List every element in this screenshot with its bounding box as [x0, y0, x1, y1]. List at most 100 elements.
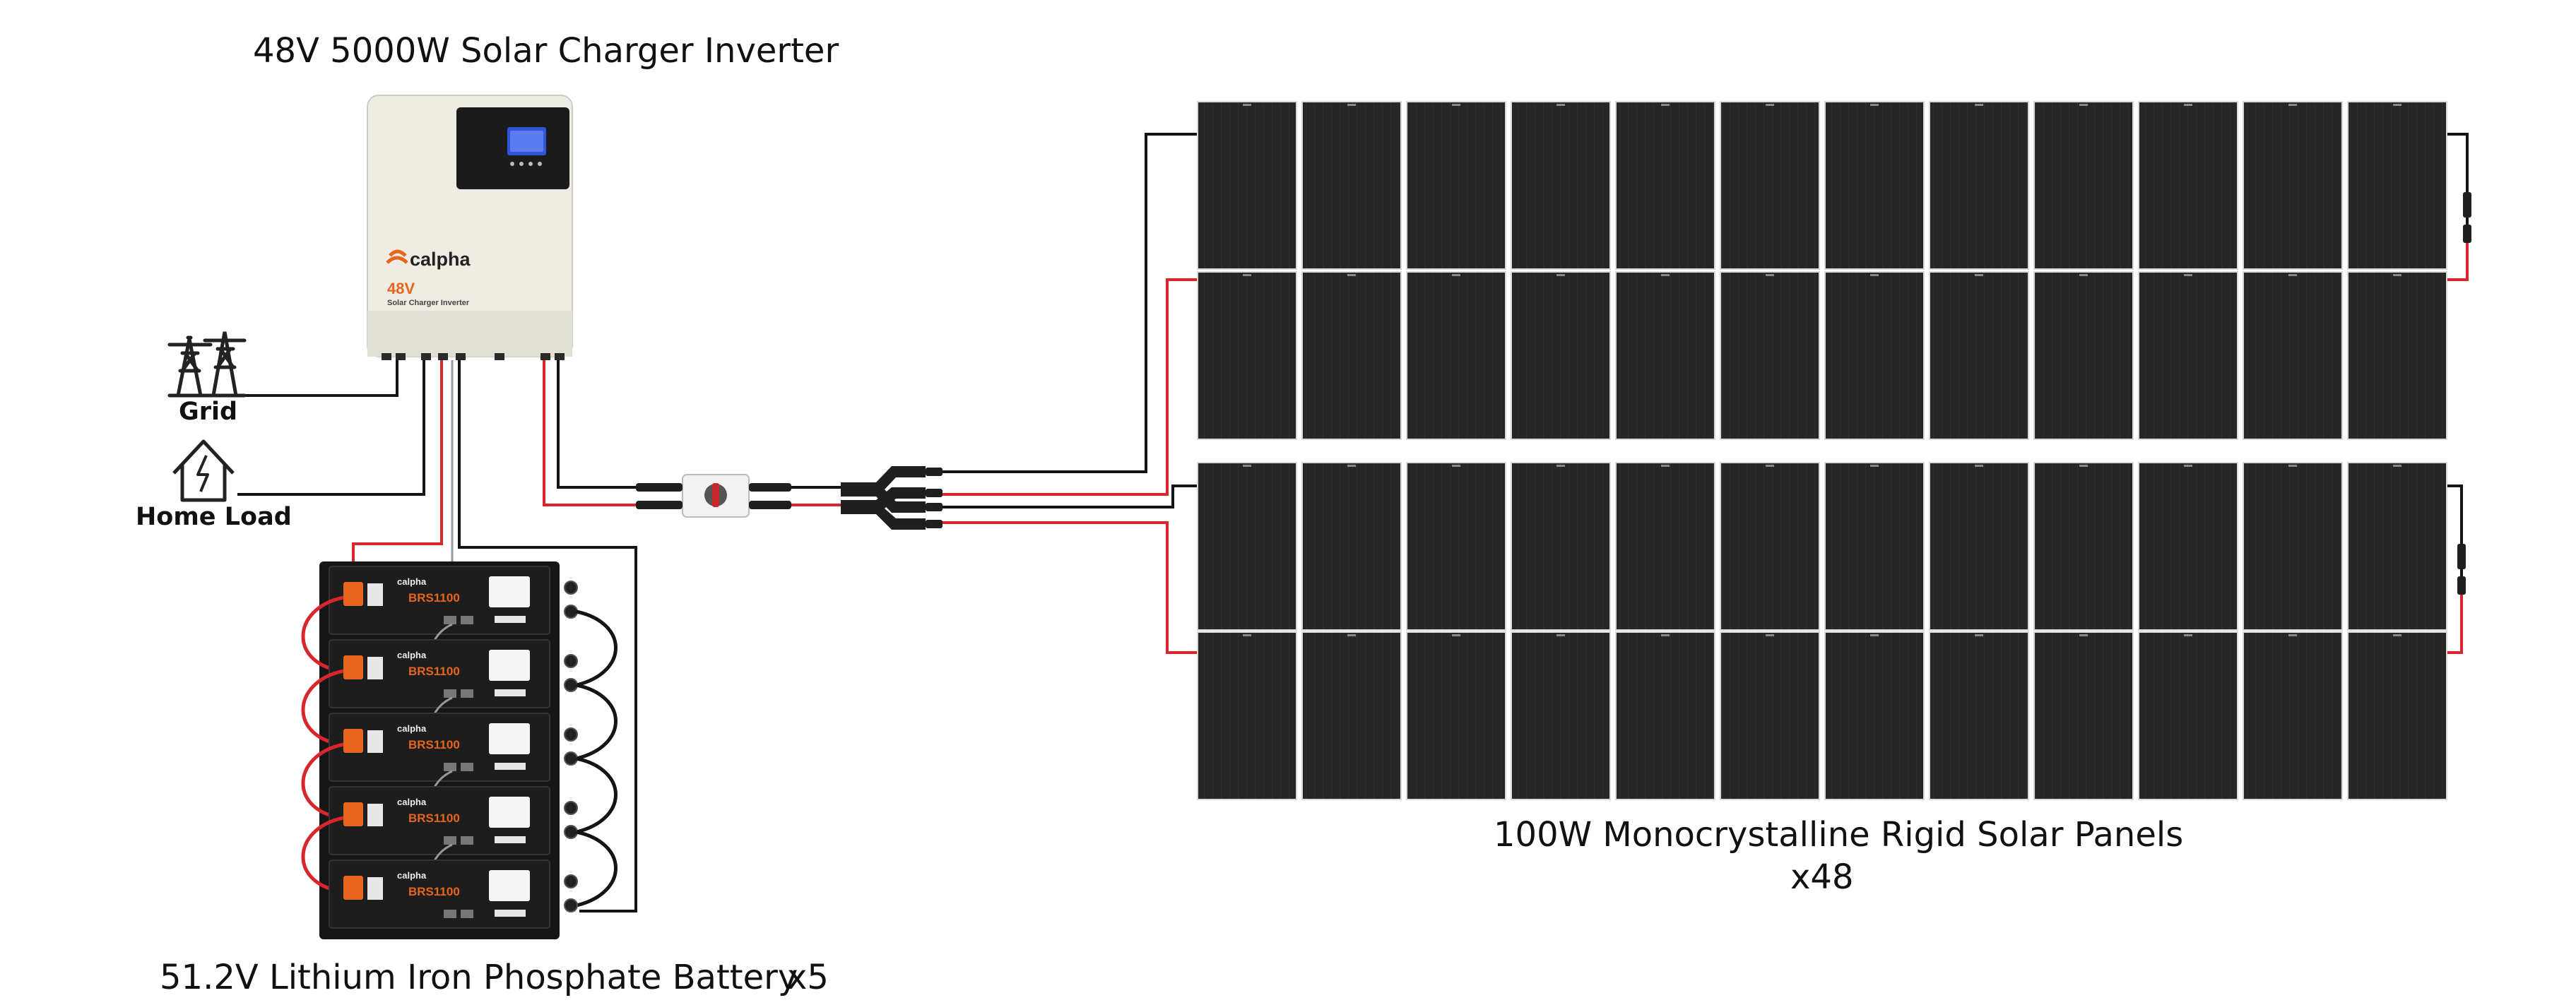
- solar-panel: [1617, 633, 1714, 799]
- solar-panel-label-plate: [1870, 634, 1879, 636]
- solar-panel-label-plate: [2393, 634, 2401, 636]
- solar-panel: [2244, 463, 2341, 629]
- battery-modules: calphaBRS1100calphaBRS1100calphaBRS1100c…: [301, 566, 618, 929]
- solar-panel-label-plate: [1975, 634, 1983, 636]
- solar-panel-label-plate: [1766, 634, 1774, 636]
- solar-panel-label-plate: [1452, 104, 1460, 106]
- inverter-bottom-bar: [367, 311, 572, 357]
- battery-brand: calpha: [397, 723, 427, 734]
- battery-sticker: [495, 689, 526, 696]
- y-branch-connectors: [841, 466, 943, 530]
- battery-terminal: [564, 898, 578, 912]
- battery-terminal: [564, 605, 578, 619]
- array1-positive-wire: [933, 278, 1198, 496]
- battery-display: [489, 650, 530, 681]
- battery-model: BRS1100: [408, 811, 460, 825]
- battery-terminal: [564, 727, 578, 742]
- solar-panel: [2035, 273, 2132, 439]
- array2-negative-wire: [933, 484, 1198, 509]
- battery-port: [444, 689, 456, 698]
- inverter-title: 48V 5000W Solar Charger Inverter: [253, 31, 839, 71]
- solar-panel: [1930, 273, 2028, 439]
- battery-brand: calpha: [397, 797, 427, 807]
- panels-count-label: x48: [1790, 857, 1854, 897]
- battery-count-label: x5: [787, 958, 829, 997]
- solar-panel: [1512, 102, 1609, 268]
- inverter-pv-positive-wire: [543, 360, 636, 506]
- solar-panel-label-plate: [1347, 465, 1356, 467]
- battery-model: BRS1100: [408, 738, 460, 751]
- battery-terminal: [564, 654, 578, 668]
- solar-panel: [1512, 633, 1609, 799]
- solar-panel: [1721, 463, 1819, 629]
- battery-sticker: [367, 657, 383, 679]
- solar-panel-label-plate: [1766, 465, 1774, 467]
- y-branch-positive: [841, 487, 926, 530]
- solar-panel-label-plate: [1766, 274, 1774, 276]
- battery-display: [489, 723, 530, 754]
- battery-sticker: [495, 836, 526, 843]
- solar-panel: [2244, 633, 2341, 799]
- solar-panel: [2348, 273, 2446, 439]
- inverter-button: [538, 162, 542, 166]
- solar-panel-label-plate: [1661, 465, 1670, 467]
- solar-panel-label-plate: [2079, 104, 2088, 106]
- solar-panel: [2348, 463, 2446, 629]
- battery-jumper-negative: [576, 830, 618, 908]
- power-tower-icon: [167, 331, 247, 398]
- y-branch-negative: [841, 466, 926, 513]
- solar-panel: [2035, 463, 2132, 629]
- solar-panel-label-plate: [1347, 274, 1356, 276]
- solar-panel: [1617, 273, 1714, 439]
- battery-brand: calpha: [397, 870, 427, 881]
- solar-panel-label-plate: [2184, 465, 2192, 467]
- inverter-voltage: 48V: [387, 280, 415, 297]
- solar-panel-label-plate: [1870, 274, 1879, 276]
- solar-panel: [2139, 463, 2237, 629]
- battery-port: [444, 910, 456, 918]
- solar-panel: [1826, 273, 1923, 439]
- inverter-pv-negative-wire: [557, 360, 636, 489]
- inverter-terminals: [382, 353, 565, 360]
- battery-sticker: [495, 910, 526, 917]
- solar-panel: [1303, 463, 1400, 629]
- battery-port: [461, 689, 473, 698]
- battery-port: [461, 763, 473, 771]
- battery-jumper-positive: [301, 742, 344, 820]
- battery-stack: calphaBRS1100calphaBRS1100calphaBRS1100c…: [301, 561, 618, 939]
- solar-panel-label-plate: [1661, 104, 1670, 106]
- inverter-subtitle: Solar Charger Inverter: [387, 299, 470, 307]
- battery-jumper-negative: [576, 609, 618, 687]
- solar-panel: [2348, 633, 2446, 799]
- grid-wire: [205, 360, 398, 397]
- battery-port: [461, 836, 473, 845]
- solar-panel: [1407, 273, 1505, 439]
- inverter-button: [528, 162, 533, 166]
- solar-panel-label-plate: [1661, 274, 1670, 276]
- solar-panel-label-plate: [1975, 465, 1983, 467]
- solar-panel: [1721, 273, 1819, 439]
- panels-title: 100W Monocrystalline Rigid Solar Panels: [1494, 815, 2184, 855]
- array1-series-loop-red: [2442, 233, 2469, 281]
- battery-jumper-positive: [301, 816, 344, 893]
- solar-panel-label-plate: [2288, 634, 2297, 636]
- array2-positive-wire: [933, 521, 1198, 654]
- solar-panel: [1303, 102, 1400, 268]
- battery-breaker: [343, 655, 363, 679]
- disconnect-knob-handle: [712, 483, 719, 507]
- battery-brand: calpha: [397, 576, 427, 587]
- inverter-battery-negative-wire: [458, 360, 637, 912]
- wires: [205, 133, 2469, 912]
- solar-panel-label-plate: [1556, 634, 1565, 636]
- solar-panel: [2244, 273, 2341, 439]
- mc4-connector: [749, 483, 791, 492]
- battery-sticker: [367, 583, 383, 606]
- solar-panel: [1303, 633, 1400, 799]
- solar-panel-label-plate: [2184, 634, 2192, 636]
- battery-terminal: [564, 825, 578, 839]
- battery-port: [444, 763, 456, 771]
- calpha-logo-icon: [386, 249, 408, 264]
- battery-port: [444, 836, 456, 845]
